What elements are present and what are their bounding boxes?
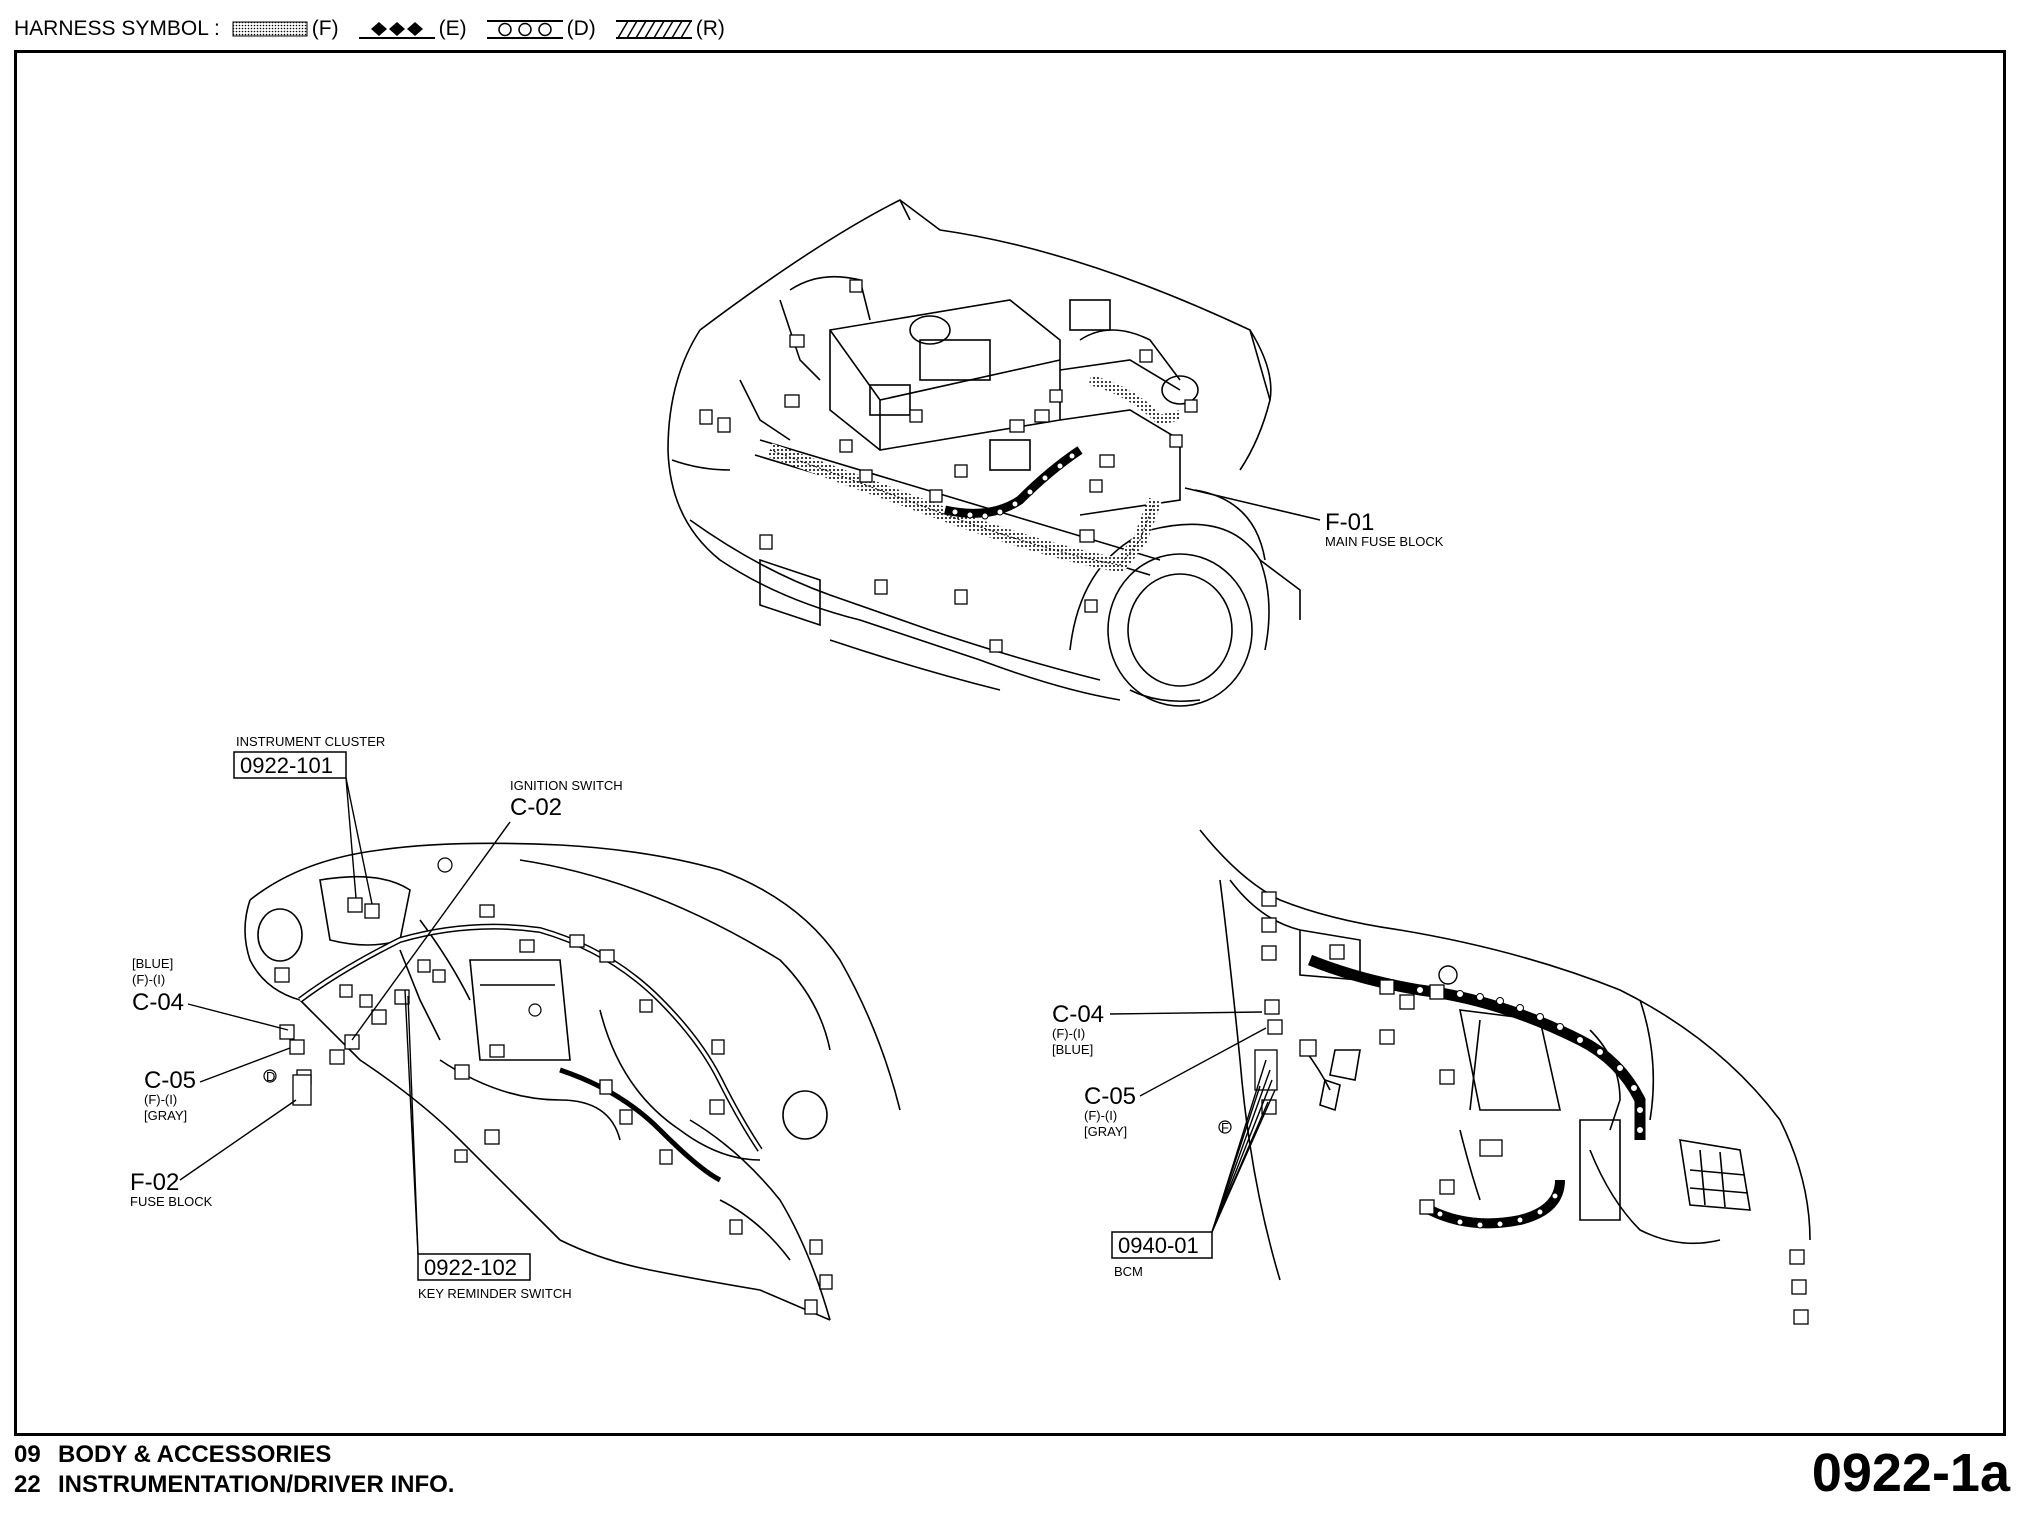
left-instrument-panel-drawing <box>244 842 901 1321</box>
marker-f-circle <box>1218 1120 1232 1134</box>
key-reminder-leaders <box>404 989 419 1255</box>
right-dash-connectors <box>1254 891 1809 1325</box>
instrument-cluster-leaders <box>345 777 373 905</box>
legend-code-d: (D) <box>566 17 596 40</box>
legend-code-e: (E) <box>438 17 467 40</box>
right-c04-color: [BLUE] <box>1052 1042 1093 1057</box>
right-c05-color: [GRAY] <box>1084 1124 1127 1139</box>
engine-compartment-drawing <box>667 199 1301 707</box>
key-reminder-desc: KEY REMINDER SWITCH <box>418 1286 572 1301</box>
dotted-harness-icon <box>232 21 308 37</box>
ignition-switch-leader <box>351 821 511 1041</box>
f01-leader <box>1184 487 1321 521</box>
left-grommets <box>437 857 542 1017</box>
diamond-harness-icon <box>358 22 435 39</box>
key-reminder-num: 0922-102 <box>424 1255 517 1280</box>
left-c04-color: [BLUE] <box>132 956 173 971</box>
right-c05-code: C-05 <box>1084 1083 1136 1110</box>
harness-symbol-legend: HARNESS SYMBOL : (F) (E) (D) (R) <box>14 14 739 44</box>
ignition-switch-desc: IGNITION SWITCH <box>510 778 623 793</box>
right-instrument-panel-drawing <box>1199 829 1811 1281</box>
marker-d-circle <box>263 1069 277 1083</box>
f02-leader <box>179 1099 297 1181</box>
f02-desc: FUSE BLOCK <box>130 1194 213 1209</box>
f01-desc: MAIN FUSE BLOCK <box>1325 534 1444 549</box>
right-lower-harness-e-beads <box>1436 1192 1559 1229</box>
engine-connectors <box>699 279 1198 653</box>
left-c05-color: [GRAY] <box>144 1108 187 1123</box>
section-footer: 09 BODY & ACCESSORIES 22 INSTRUMENTATION/D… <box>14 1440 454 1500</box>
left-c05-code: C-05 <box>144 1067 196 1094</box>
left-dash-harness-2 <box>559 1067 722 1183</box>
marker-d: D <box>266 1069 275 1084</box>
legend-code-r: (R) <box>695 17 725 40</box>
front-harness-f-outline <box>769 449 1156 566</box>
left-c05-leader <box>199 1047 291 1083</box>
left-c05-area: (F)-(I) <box>144 1092 177 1107</box>
right-c04-leader <box>1109 1011 1263 1015</box>
left-c04-code: C-04 <box>132 989 184 1016</box>
top-harness-f <box>1088 375 1182 426</box>
right-c04-code: C-04 <box>1052 1001 1104 1028</box>
left-dash-connectors <box>274 897 833 1315</box>
right-c05-area: (F)-(I) <box>1084 1108 1117 1123</box>
left-dash-harness-core <box>299 925 762 1151</box>
marker-f: F <box>1221 1120 1229 1135</box>
footer-section-num-2: 22 <box>14 1471 41 1498</box>
right-c05-leader <box>1139 1027 1267 1097</box>
left-c04-area: (F)-(I) <box>132 972 165 987</box>
right-dash-harness-e <box>1307 954 1646 1140</box>
ignition-switch-code: C-02 <box>510 794 562 821</box>
footer-section-title-2: INSTRUMENTATION/DRIVER INFO. <box>58 1471 455 1498</box>
left-c04-leader <box>187 1003 289 1031</box>
bcm-leaders <box>1211 1059 1276 1233</box>
instrument-cluster-num: 0922-101 <box>240 753 333 778</box>
f02-code: F-02 <box>130 1169 179 1196</box>
footer-section-title-1: BODY & ACCESSORIES <box>58 1441 332 1468</box>
page-code: 0922-1a <box>1811 1443 2010 1503</box>
instrument-cluster-desc: INSTRUMENT CLUSTER <box>236 734 385 749</box>
legend-code-f: (F) <box>311 17 339 40</box>
hatched-harness-icon <box>615 20 692 39</box>
bcm-box <box>1111 1231 1213 1259</box>
right-c04-area: (F)-(I) <box>1052 1026 1085 1041</box>
footer-line-1: 09 BODY & ACCESSORIES <box>14 1440 454 1470</box>
circle-harness-icon <box>486 20 563 39</box>
bcm-num: 0940-01 <box>1118 1233 1199 1258</box>
footer-section-num-1: 09 <box>14 1441 41 1468</box>
f01-code: F-01 <box>1325 509 1374 536</box>
diagram-frame <box>14 50 2006 1436</box>
instrument-cluster-box <box>233 751 347 779</box>
right-grommet <box>1438 965 1458 985</box>
engine-harness-e-beads <box>951 452 1076 520</box>
key-reminder-box <box>417 1253 531 1281</box>
footer-line-2: 22 INSTRUMENTATION/DRIVER INFO. <box>14 1470 454 1500</box>
bcm-desc: BCM <box>1114 1264 1143 1279</box>
legend-label: HARNESS SYMBOL : <box>14 17 220 40</box>
